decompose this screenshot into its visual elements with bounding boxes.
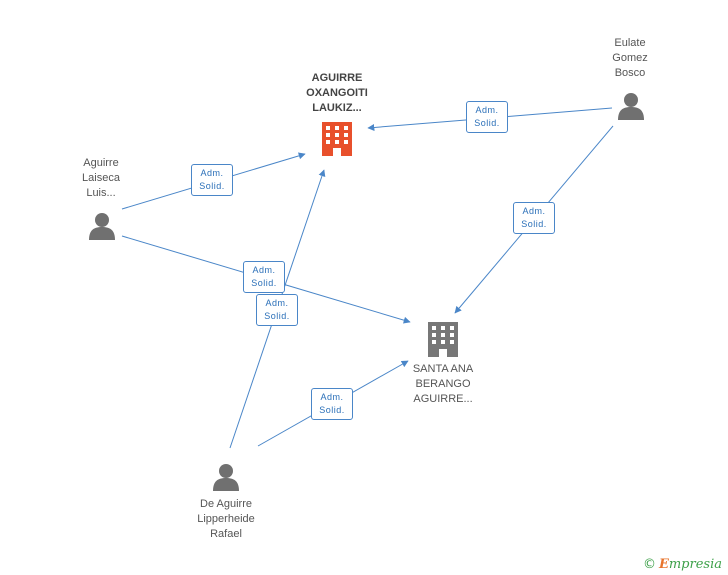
person-de-aguirre-icon[interactable] (213, 464, 239, 491)
edge-badge-aguirre-laiseca-company-second[interactable]: Adm. Solid. (243, 261, 285, 293)
company-main-building-icon[interactable] (322, 122, 352, 156)
edge-badge-eulate-company-main[interactable]: Adm. Solid. (466, 101, 508, 133)
edge-badge-eulate-company-second[interactable]: Adm. Solid. (513, 202, 555, 234)
copyright-icon: © (642, 557, 656, 572)
person-eulate-label[interactable]: Eulate Gomez Bosco (612, 37, 648, 79)
edge-badge-aguirre-laiseca-company-main[interactable]: Adm. Solid. (191, 164, 233, 196)
person-aguirre-laiseca-icon[interactable] (89, 213, 115, 240)
company-main-label[interactable]: AGUIRRE OXANGOITI LAUKIZ... (306, 72, 368, 114)
edge-badge-de-aguirre-company-main[interactable]: Adm. Solid. (256, 294, 298, 326)
empresia-brand[interactable]: ©Empresia (643, 557, 722, 572)
person-eulate-icon[interactable] (618, 93, 644, 120)
brand-initial: E (658, 557, 669, 572)
company-second-label[interactable]: SANTA ANA BERANGO AGUIRRE... (412, 363, 474, 405)
edge-badge-de-aguirre-company-second[interactable]: Adm. Solid. (311, 388, 353, 420)
edges (121, 107, 614, 449)
brand-name-rest: mpresia (668, 557, 722, 572)
person-de-aguirre-label[interactable]: De Aguirre Lipperheide Rafael (197, 498, 255, 540)
person-aguirre-laiseca-label[interactable]: Aguirre Laiseca Luis... (82, 157, 120, 199)
company-second-building-icon[interactable] (428, 322, 458, 357)
